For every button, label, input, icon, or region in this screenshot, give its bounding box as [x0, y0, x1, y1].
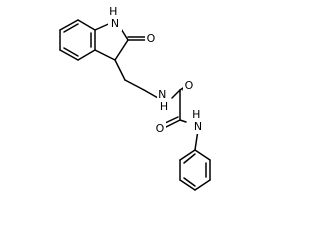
bond — [179, 119, 187, 123]
bond — [63, 47, 79, 57]
bond — [114, 59, 126, 81]
bond — [194, 149, 211, 161]
bond — [163, 119, 181, 129]
bond — [77, 19, 96, 31]
molecule-canvas: H N O N H O O H N — [59, 5, 211, 191]
bond — [183, 153, 196, 164]
bond — [171, 89, 181, 99]
bond — [143, 89, 159, 99]
bond — [179, 179, 196, 191]
structure-diagram: H N O N H O O H N — [59, 5, 211, 191]
bond — [94, 49, 116, 61]
bond — [194, 179, 211, 191]
indoline-nh-n: N — [111, 17, 119, 30]
amide-nh-2-n: N — [194, 120, 202, 133]
indoline-nh-h: H — [109, 5, 117, 18]
amide-nh-1-n: N — [158, 88, 166, 101]
amide-nh-1-h: H — [160, 100, 168, 113]
bond — [59, 19, 79, 31]
bond — [179, 149, 196, 161]
oxamide-o-2-label: O — [156, 122, 165, 135]
lactam-o-label: O — [147, 32, 156, 45]
bond — [63, 23, 79, 33]
indoline-nh-label: H N — [109, 5, 121, 30]
bond — [183, 177, 196, 187]
amide-nh-1-label: N H — [158, 88, 170, 113]
amide-nh-2-label: H N — [192, 108, 204, 133]
bond — [124, 79, 145, 91]
oxamide-o-1-label: O — [185, 79, 194, 92]
bond — [59, 49, 79, 61]
amide-nh-2-h: H — [192, 108, 200, 121]
bond — [114, 39, 129, 61]
bond — [77, 49, 96, 61]
